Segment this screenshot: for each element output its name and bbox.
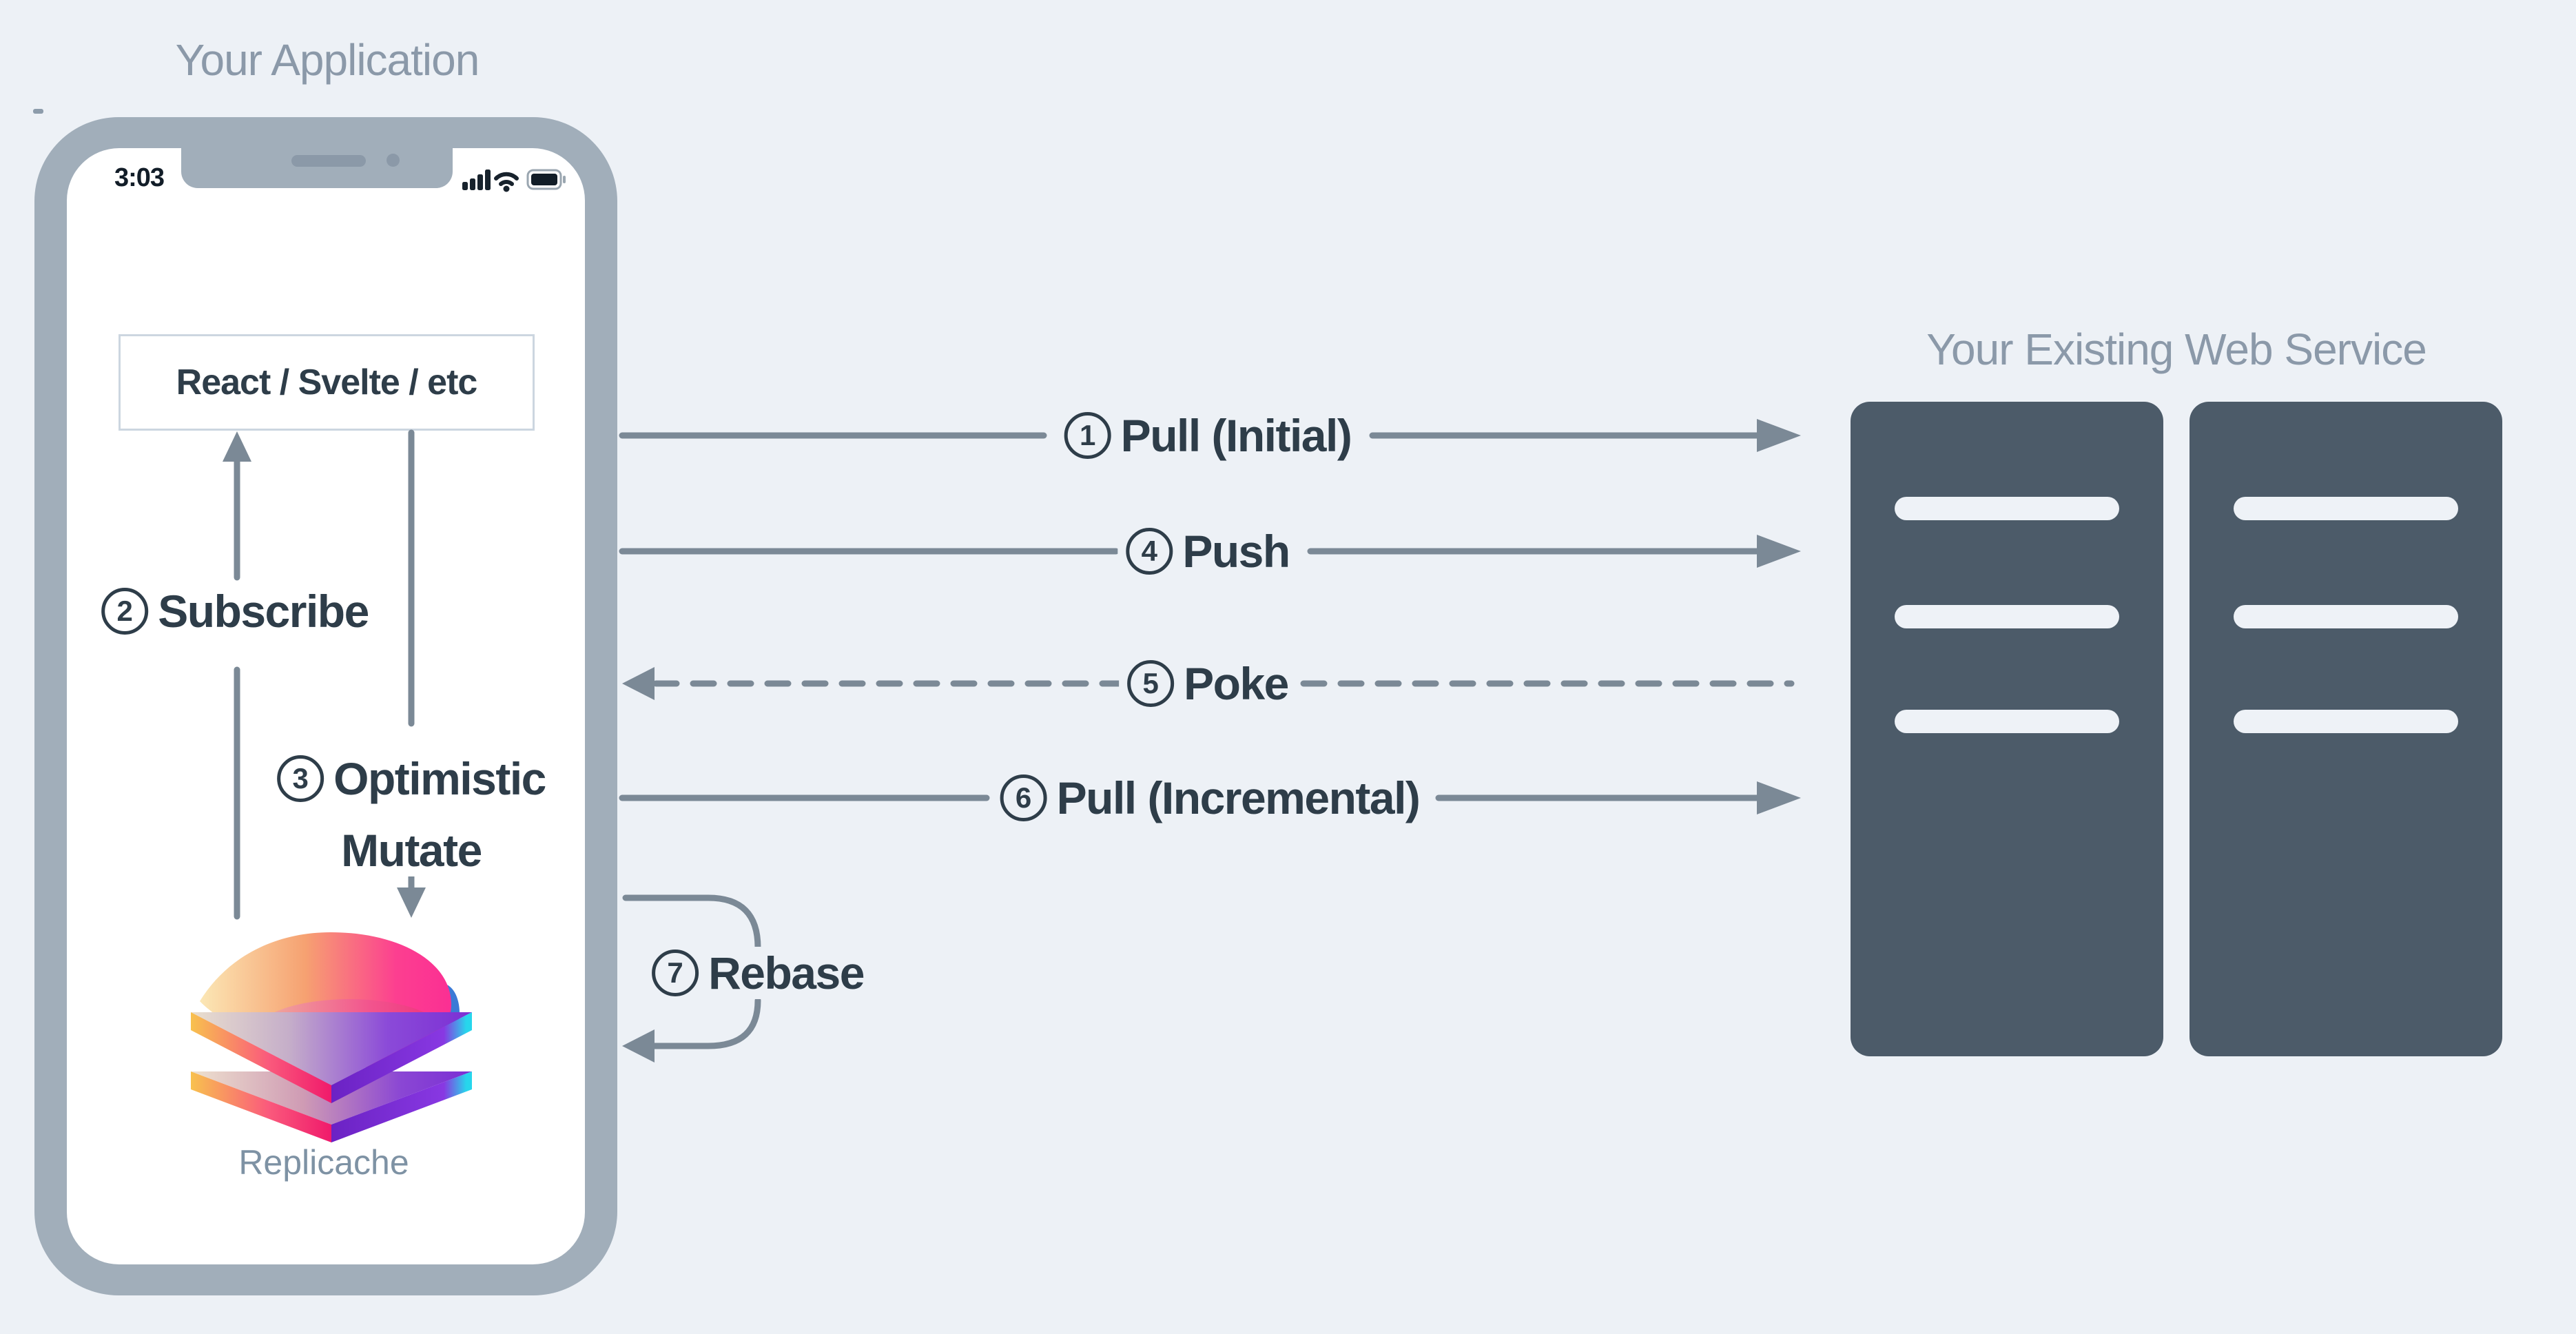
flow-label-poke: 5 Poke xyxy=(1119,657,1297,710)
flow-label-push: 4 Push xyxy=(1117,525,1298,577)
step-number-6: 6 xyxy=(1000,774,1047,821)
flow-label-pull-incremental: 6 Pull (Incremental) xyxy=(991,772,1428,824)
step-number-4: 4 xyxy=(1126,528,1173,575)
flow-label-text: Push xyxy=(1182,526,1290,577)
phone-notch-icon xyxy=(181,148,453,188)
server-slot xyxy=(2234,497,2458,520)
application-title: Your Application xyxy=(175,35,480,85)
step-number-2: 2 xyxy=(101,588,149,635)
flow-label-text: Subscribe xyxy=(158,586,369,637)
server-rack-left xyxy=(1851,402,2163,1056)
step-number-7: 7 xyxy=(652,950,699,996)
status-bar-time: 3:03 xyxy=(114,163,165,192)
replicache-label: Replicache xyxy=(238,1143,409,1182)
arrowhead-down-icon xyxy=(397,887,426,918)
arrowhead-right-icon xyxy=(1757,419,1801,452)
server-slot xyxy=(1895,710,2119,733)
web-service-title: Your Existing Web Service xyxy=(1926,325,2427,374)
ui-framework-box: React / Svelte / etc xyxy=(119,334,535,431)
camera-dot-icon xyxy=(387,154,400,167)
replicache-logo-icon xyxy=(191,932,472,1142)
flow-label-pull-initial: 1 Pull (Initial) xyxy=(1055,409,1360,462)
flow-label-text: Poke xyxy=(1184,658,1289,709)
status-bar-icons xyxy=(462,167,567,196)
signal-wifi-battery-icon xyxy=(462,169,566,192)
step-number-1: 1 xyxy=(1064,412,1111,459)
flow-label-text: Pull (Initial) xyxy=(1120,410,1352,461)
server-slot xyxy=(1895,605,2119,628)
server-rack-right xyxy=(2189,402,2502,1056)
arrowhead-right-icon xyxy=(1757,781,1801,814)
flow-label-text: Rebase xyxy=(708,947,865,998)
flow-label-text-line2: Mutate xyxy=(341,825,482,876)
server-slot xyxy=(2234,710,2458,733)
arrowhead-left-icon xyxy=(622,1029,655,1063)
arrowhead-up-icon xyxy=(223,431,251,462)
flow-label-text: Pull (Incremental) xyxy=(1056,772,1421,823)
server-slot xyxy=(1895,497,2119,520)
flow-label-optimistic-mutate: 3 Optimistic Mutate xyxy=(269,752,554,876)
flow-label-subscribe: 2 Subscribe xyxy=(93,585,377,637)
step-number-5: 5 xyxy=(1127,660,1175,707)
server-slot xyxy=(2234,605,2458,628)
ui-framework-label: React / Svelte / etc xyxy=(176,362,478,402)
arrowhead-right-icon xyxy=(1757,535,1801,568)
decorative-dash xyxy=(33,109,43,114)
flow-label-text: Optimistic xyxy=(333,753,546,804)
step-number-3: 3 xyxy=(277,755,324,802)
speaker-slot-icon xyxy=(291,155,366,167)
flow-label-rebase: 7 Rebase xyxy=(643,947,872,999)
arrowhead-left-icon xyxy=(622,667,655,700)
